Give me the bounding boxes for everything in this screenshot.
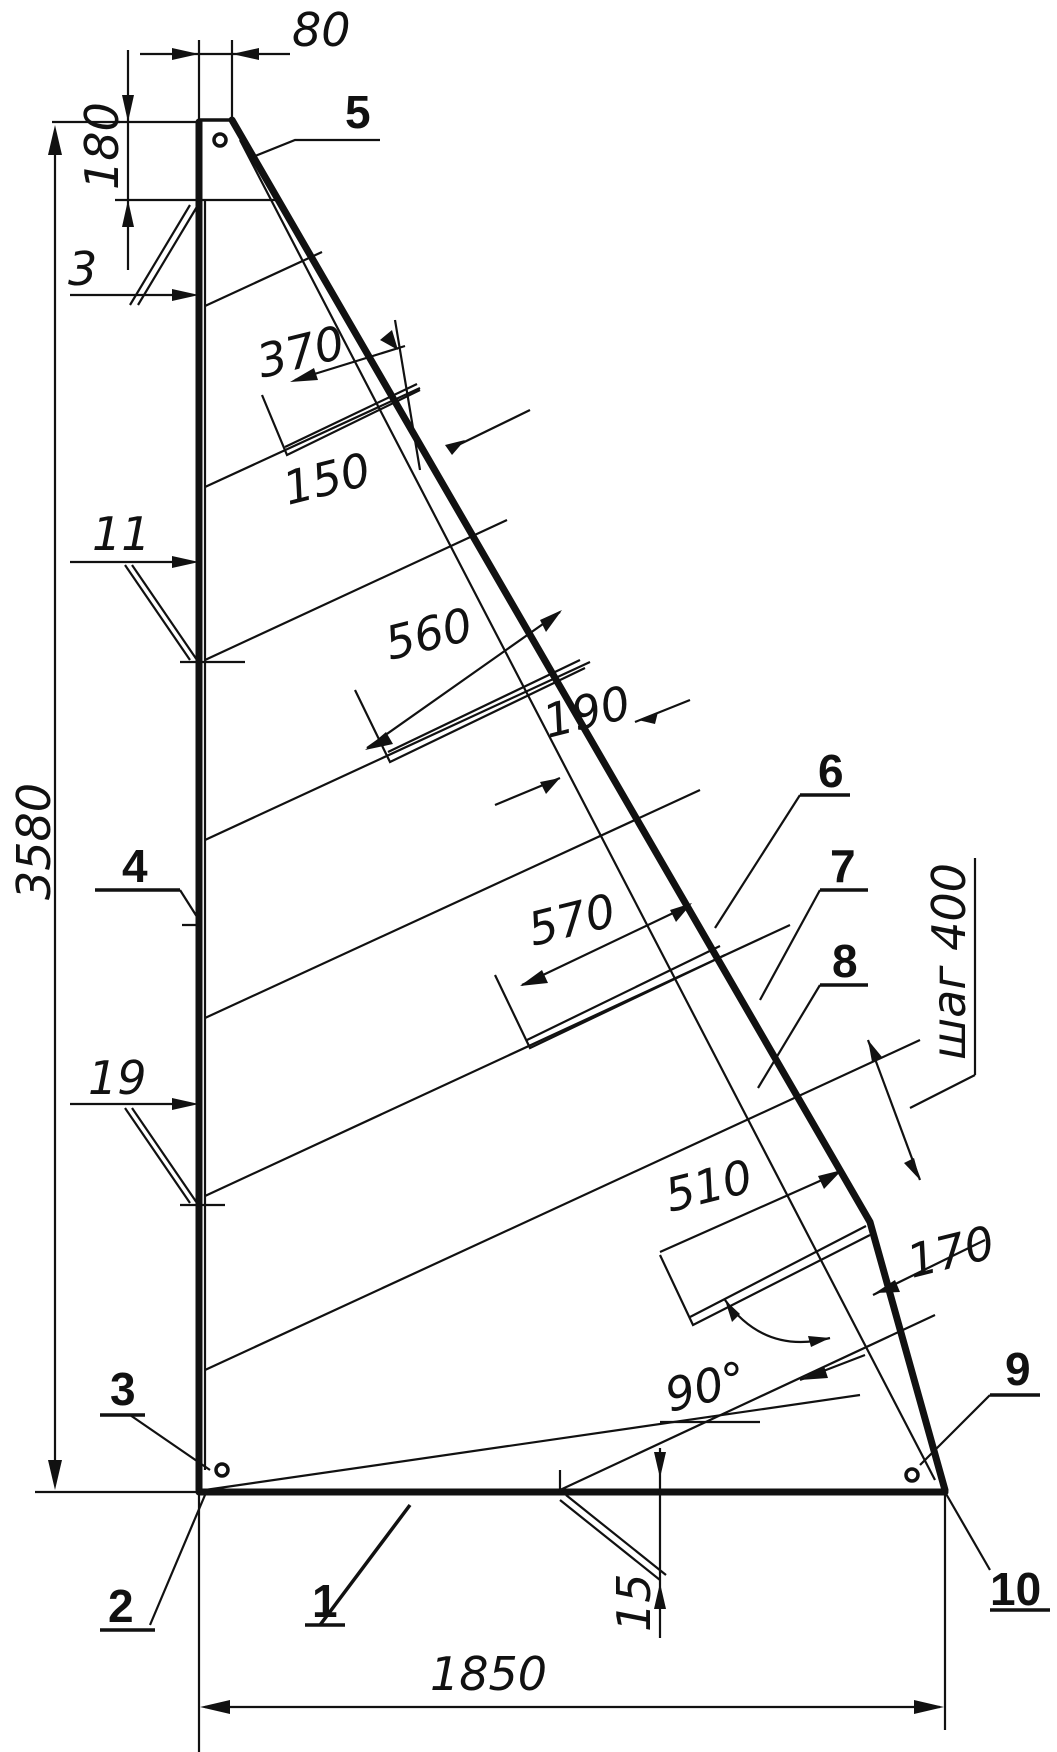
angle-mark <box>660 1299 831 1424</box>
callout-1: 1 <box>312 1575 338 1627</box>
dim-15: 15 <box>607 1573 661 1632</box>
callout-3: 3 <box>110 1363 136 1415</box>
dim-3580: 3580 <box>7 783 61 900</box>
top-reference <box>115 40 275 202</box>
dim-3: 3 <box>68 242 97 296</box>
callout-4: 4 <box>122 840 148 892</box>
dim-190: 190 <box>538 675 636 749</box>
callout-5: 5 <box>345 86 371 138</box>
callout-8: 8 <box>832 935 858 987</box>
sail-leech <box>228 116 949 1494</box>
height-dimension <box>35 120 199 1494</box>
dim-11: 11 <box>92 507 151 561</box>
callout-2: 2 <box>108 1580 134 1632</box>
base-dimension <box>197 1492 947 1752</box>
callout-6: 6 <box>818 745 844 797</box>
dim-19: 19 <box>88 1051 147 1105</box>
dim-370: 370 <box>252 315 350 389</box>
dim-170: 170 <box>902 1215 1000 1289</box>
pitch-dimension <box>866 858 977 1181</box>
seam-lines <box>204 251 936 1492</box>
clew-grommet <box>904 1467 920 1483</box>
batten-pockets <box>260 383 871 1327</box>
top-width-dimension <box>140 48 290 60</box>
dim-180: 180 <box>75 102 129 190</box>
callout-7: 7 <box>830 840 856 892</box>
batten-dimensions <box>290 344 842 1254</box>
callout-leaders <box>95 138 1050 1632</box>
dim-560: 560 <box>380 597 478 671</box>
sail-outline <box>195 116 949 1496</box>
diagonal-line <box>239 139 936 1481</box>
mast-section-dims <box>70 556 245 1207</box>
leech-dimensions <box>380 319 986 1382</box>
dim-pitch: шаг 400 <box>922 863 976 1060</box>
dim-80: 80 <box>292 3 351 57</box>
callout-10: 10 <box>990 1563 1041 1615</box>
head-grommet <box>212 132 228 148</box>
top-gap-dimension <box>70 50 199 306</box>
grommets <box>212 132 920 1483</box>
callout-9: 9 <box>1005 1343 1031 1395</box>
callout-labels: 1 2 3 4 5 6 7 8 9 10 <box>108 86 1041 1632</box>
dim-1850: 1850 <box>430 1647 547 1701</box>
tack-grommet <box>214 1462 230 1478</box>
dim-510: 510 <box>660 1149 758 1223</box>
boom-section-dim <box>558 1448 667 1638</box>
